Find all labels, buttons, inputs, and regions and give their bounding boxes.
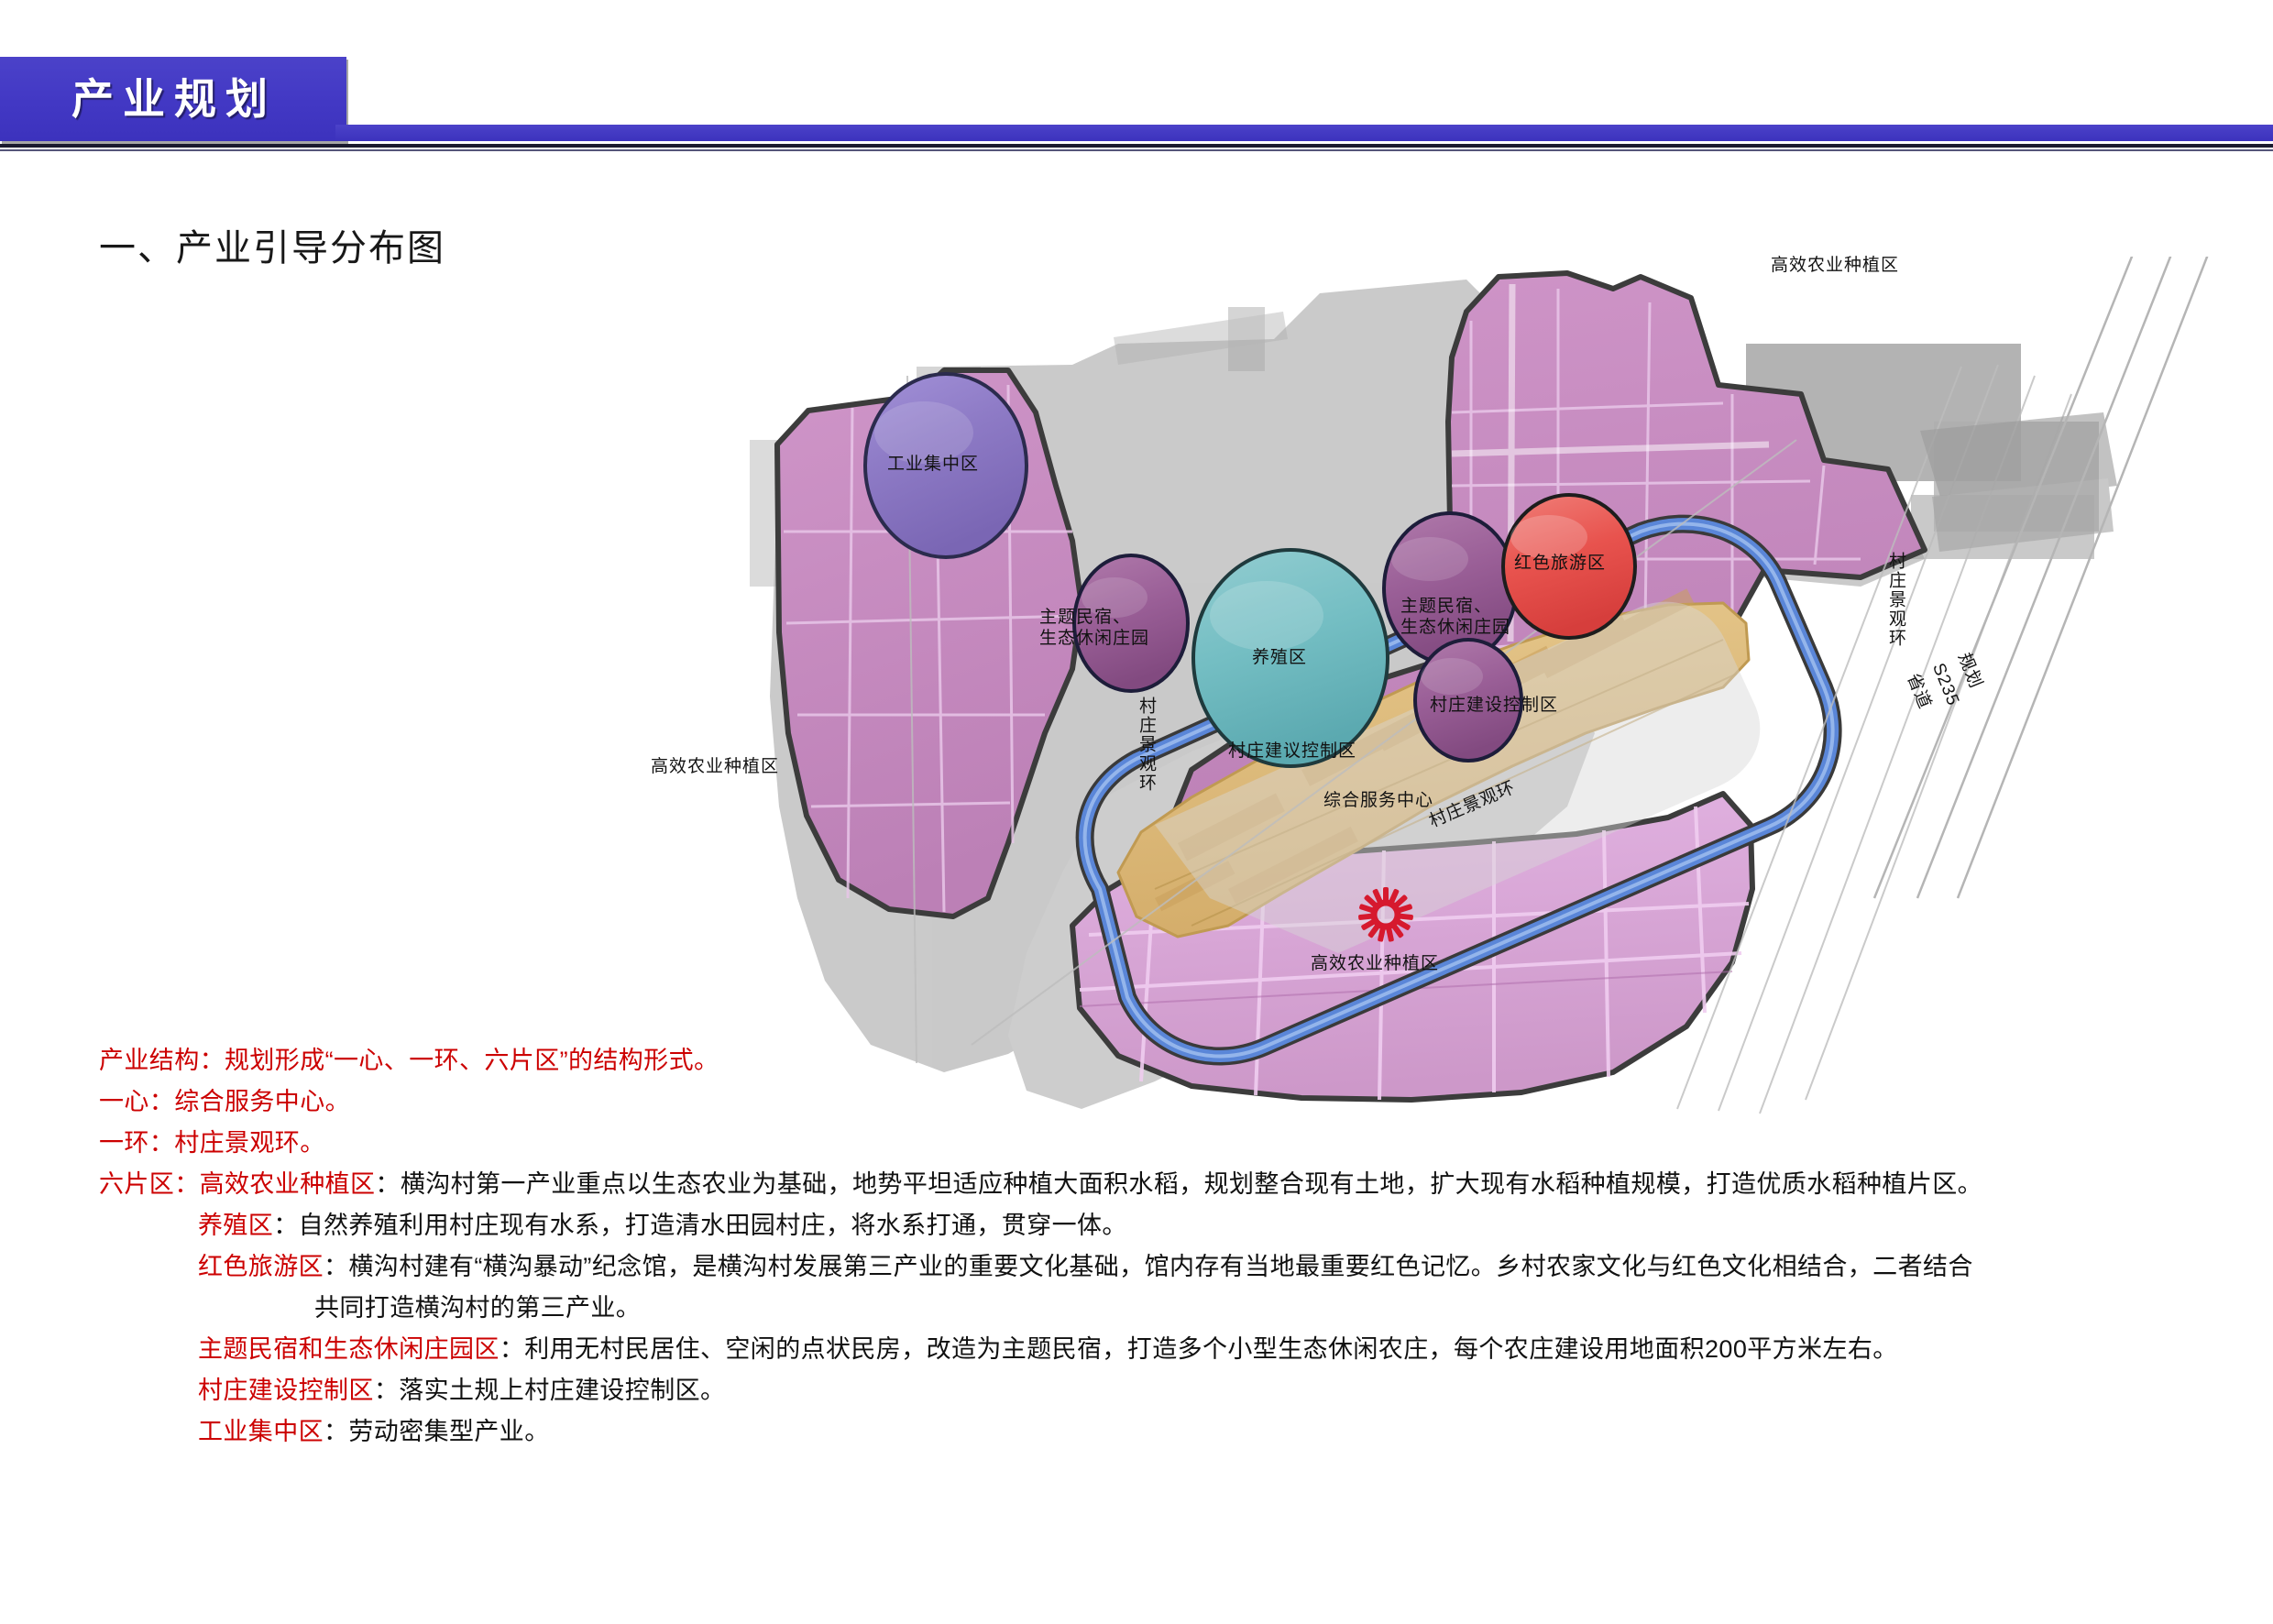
note-term: 主题民宿和生态休闲庄园区 [198,1335,500,1363]
bubble-industry-zone [863,372,1028,559]
ring-road-highlight [1082,521,1835,1059]
note-text: ：劳动密集型产业。 [324,1418,550,1445]
right-gray-band [1920,412,2117,552]
header-rule-secondary [0,149,2273,151]
bubble-breeding-zone [1191,548,1389,768]
planning-notes: 产业结构：规划形成“一心、一环、六片区”的结构形式。一心：综合服务中心。一环：村… [99,1040,2235,1453]
bubble-homestay-left [1072,554,1190,693]
note-line: 产业结构：规划形成“一心、一环、六片区”的结构形式。 [99,1040,2235,1081]
note-term: 六片区： [99,1170,200,1198]
bubble-red-tourism-zone [1501,493,1637,640]
header-band-extension [335,125,2273,141]
bubble-homestay-right-upper [1382,511,1518,665]
note-text: ：落实土规上村庄建设控制区。 [373,1377,726,1404]
note-term: 一心：综合服务中心。 [99,1088,350,1115]
header-rule-primary [0,144,2273,148]
service-center-sunburst-icon [1358,887,1413,942]
note-line: 主题民宿和生态休闲庄园区：利用无村民居住、空闲的点状民房，改造为主题民宿，打造多… [99,1329,2235,1370]
note-term: 高效农业种植区 [199,1170,376,1198]
parcel-lines-west [784,384,1079,913]
note-term: 产业结构：规划形成“一心、一环、六片区”的结构形式。 [99,1047,719,1074]
planned-provincial-road-S235 [1872,257,2209,899]
note-line: 共同打造横沟村的第三产业。 [99,1288,2235,1329]
note-line: 红色旅游区：横沟村建有“横沟暴动”纪念馆，是横沟村发展第三产业的重要文化基础，馆… [99,1246,2235,1288]
note-line: 养殖区：自然养殖利用村庄现有水系，打造清水田园村庄，将水系打通，贯穿一体。 [99,1205,2235,1246]
bubble-homestay-right-lower [1413,638,1523,763]
note-term: 养殖区 [198,1212,274,1239]
note-line: 一心：综合服务中心。 [99,1081,2235,1123]
header-band [0,57,346,141]
note-text: ：利用无村民居住、空闲的点状民房，改造为主题民宿，打造多个小型生态休闲农庄，每个… [499,1335,1898,1363]
industry-distribution-map: 工业集中区 高效农业种植区 高效农业种植区 高效农业种植区 养殖区 红色旅游区 … [642,256,2236,1118]
note-text: ：横沟村建有“横沟暴动”纪念馆，是横沟村发展第三产业的重要文化基础，馆内存有当地… [324,1253,1973,1280]
page-title: 产业规划 [71,75,277,123]
note-term: 红色旅游区 [198,1253,324,1280]
note-line: 村庄建设控制区：落实土规上村庄建设控制区。 [99,1370,2235,1411]
note-term: 一环：村庄景观环。 [99,1129,325,1157]
note-term: 村庄建设控制区 [198,1377,374,1404]
note-text: 共同打造横沟村的第三产业。 [314,1294,642,1322]
note-line: 六片区：高效农业种植区：横沟村第一产业重点以生态农业为基础，地势平坦适应种植大面… [99,1164,2235,1205]
note-text: ：自然养殖利用村庄现有水系，打造清水田园村庄，将水系打通，贯穿一体。 [273,1212,1127,1239]
page-header: 产业规划 [0,57,2273,174]
section-heading: 一、产业引导分布图 [99,228,445,269]
map-svg [750,257,2209,1114]
note-line: 工业集中区：劳动密集型产业。 [99,1411,2235,1453]
note-term: 工业集中区 [198,1418,324,1445]
note-line: 一环：村庄景观环。 [99,1123,2235,1164]
inner-core-gray [1155,601,1761,953]
note-text: ：横沟村第一产业重点以生态农业为基础，地势平坦适应种植大面积水稻，规划整合现有土… [375,1170,1983,1198]
